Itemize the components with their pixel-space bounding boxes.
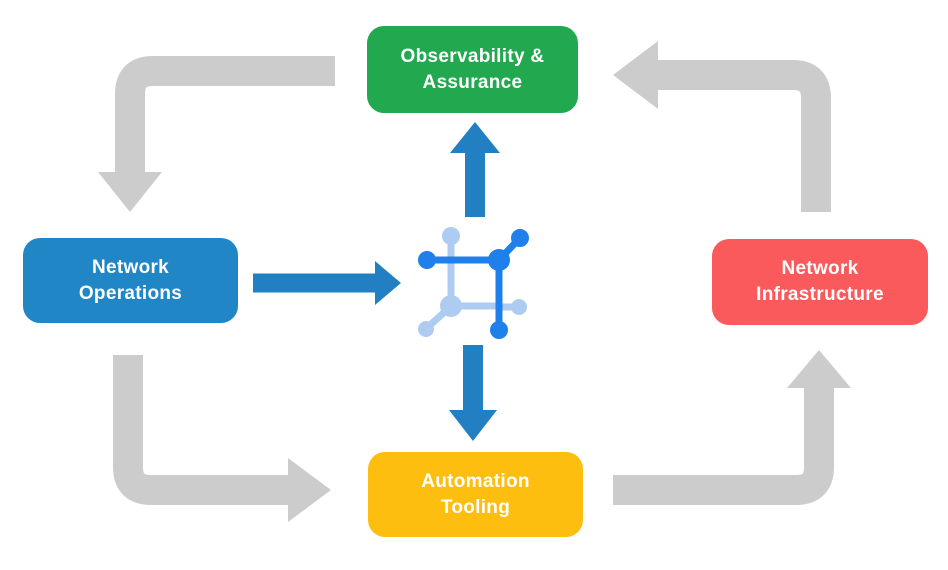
arrow-observability-to-operations (98, 56, 335, 212)
node-label-line: Observability & (400, 45, 545, 67)
arrow-center-to-automation (449, 345, 497, 441)
node-label: Observability & Assurance (401, 44, 545, 96)
node-label-line: Infrastructure (756, 284, 884, 305)
node-label-line: Network (781, 258, 859, 279)
node-label: Network Operations (79, 255, 182, 307)
node-label: Automation Tooling (421, 469, 530, 521)
node-label-line: Network (91, 256, 170, 278)
arrow-center-to-observability (450, 122, 500, 217)
node-network-infrastructure: Network Infrastructure (712, 239, 928, 325)
node-label-line: Assurance (422, 71, 523, 93)
node-network-operations: Network Operations (23, 238, 238, 323)
node-automation-tooling: Automation Tooling (368, 452, 583, 537)
node-label: Network Infrastructure (756, 256, 884, 308)
node-label-line: Operations (78, 282, 183, 304)
network-mesh-icon (418, 227, 529, 339)
node-label-line: Tooling (440, 496, 511, 518)
node-label-line: Automation (421, 470, 530, 492)
arrow-automation-to-infrastructure (613, 350, 851, 505)
node-observability-assurance: Observability & Assurance (367, 26, 578, 113)
arrow-operations-to-center (253, 261, 401, 305)
arrow-operations-to-automation (113, 355, 331, 522)
arrow-infrastructure-to-observability (613, 41, 831, 212)
